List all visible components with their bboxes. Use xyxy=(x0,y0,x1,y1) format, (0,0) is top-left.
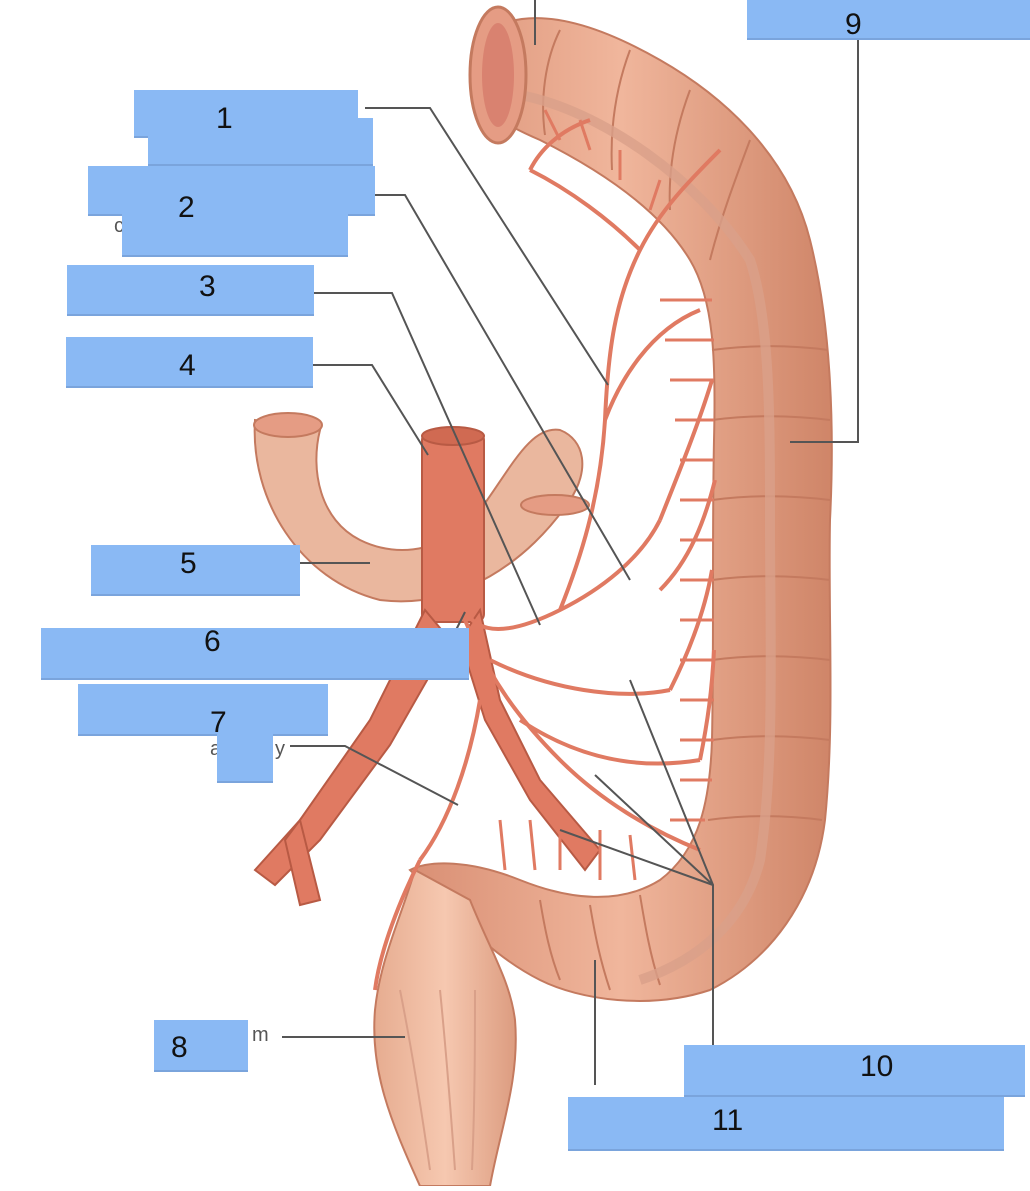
label-number-3: 3 xyxy=(199,270,216,303)
label-box-8[interactable] xyxy=(154,1020,248,1072)
label-box-7[interactable] xyxy=(78,684,328,736)
label-box-6[interactable] xyxy=(41,628,469,680)
label-number-5: 5 xyxy=(180,547,197,580)
label-number-4: 4 xyxy=(179,349,196,382)
label-fragment-near-8: m xyxy=(252,1024,269,1046)
label-box-10[interactable] xyxy=(684,1045,1025,1097)
leader-line-10b xyxy=(594,774,714,886)
label-number-8: 8 xyxy=(171,1031,188,1064)
label-box-4[interactable] xyxy=(66,337,313,388)
label-number-2: 2 xyxy=(178,191,195,224)
label-box-5[interactable] xyxy=(91,545,300,596)
leader-lines xyxy=(282,0,859,1085)
label-box-1-extra[interactable] xyxy=(148,118,373,166)
leader-line-7 xyxy=(290,745,459,806)
colon-cut-end xyxy=(468,5,528,145)
label-number-1: 1 xyxy=(216,102,233,135)
leader-line-1 xyxy=(365,107,609,386)
label-box-11[interactable] xyxy=(568,1097,1004,1151)
leader-line-2 xyxy=(372,194,631,581)
vasa-recta xyxy=(498,109,714,881)
label-fragment-near-2: c xyxy=(114,215,124,237)
label-box-2-extra[interactable] xyxy=(122,205,348,257)
label-number-6: 6 xyxy=(204,625,221,658)
label-number-10: 10 xyxy=(860,1050,894,1083)
label-box-7-extra[interactable] xyxy=(217,733,273,783)
label-box-3[interactable] xyxy=(67,265,314,316)
label-number-11: 11 xyxy=(712,1104,744,1137)
label-number-9: 9 xyxy=(845,8,862,41)
label-number-7: 7 xyxy=(210,706,227,739)
label-fragment-near-7-tail: y xyxy=(275,738,285,760)
leader-line-9 xyxy=(790,38,859,443)
duodenum xyxy=(253,412,590,603)
leader-line-3 xyxy=(312,292,541,626)
label-box-9[interactable] xyxy=(747,0,1030,40)
label-fragment-near-7: a xyxy=(210,738,222,760)
leader-line-4 xyxy=(312,364,429,456)
leader-line-10c xyxy=(559,829,714,886)
